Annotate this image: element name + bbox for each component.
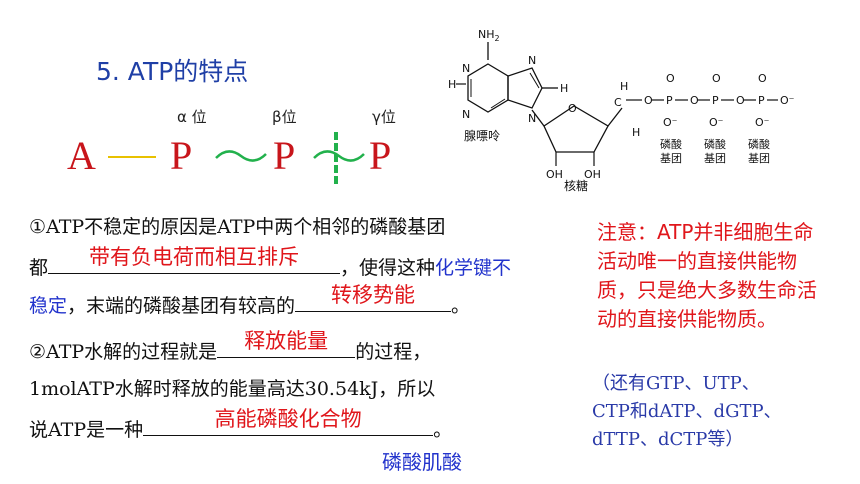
svg-text:OH: OH (546, 168, 563, 181)
svg-text:N: N (528, 54, 536, 67)
high-energy-bond-1 (215, 150, 267, 162)
formula-phosphate-beta: P (273, 133, 296, 178)
body-line-2: 都带有负电荷而相互排斥，使得这种化学键不 (29, 245, 511, 280)
svg-text:基团: 基团 (748, 152, 770, 165)
svg-text:H: H (632, 126, 640, 139)
svg-text:O: O (666, 72, 675, 85)
body-line-5: 1molATP水解时释放的能量高达30.54kJ，所以 (29, 378, 436, 400)
svg-text:C: C (614, 96, 622, 109)
svg-text:N: N (462, 108, 470, 121)
svg-text:H: H (448, 78, 456, 91)
svg-text:O: O (736, 94, 745, 107)
phosphate-group-label-3: 磷酸 (748, 137, 770, 151)
blank-2: 转移势能 (295, 283, 452, 312)
gamma-position-label: γ位 (372, 108, 396, 126)
formula-adenosine: A (67, 133, 96, 178)
svg-text:N: N (462, 62, 470, 75)
svg-text:P: P (712, 94, 719, 107)
svg-text:基团: 基团 (660, 152, 682, 165)
answer-1: 带有负电荷而相互排斥 (89, 245, 300, 269)
body-line-6: 说ATP是一种高能磷酸化合物。 (29, 407, 452, 442)
answer-4: 高能磷酸化合物 (214, 407, 362, 431)
other-ntp-note: （还有GTP、UTP、 CTP和dATP、dGTP、 dTTP、dCTP等） (592, 373, 782, 450)
body-line-4: ②ATP水解的过程就是释放能量的过程， (29, 329, 431, 364)
phosphate-group-label-2: 磷酸 (704, 137, 726, 151)
svg-text:基团: 基团 (704, 152, 726, 165)
blank-1: 带有负电荷而相互排斥 (48, 245, 341, 274)
svg-text:O⁻: O⁻ (755, 116, 770, 129)
svg-text:O⁻: O⁻ (780, 94, 795, 107)
svg-text:H: H (620, 80, 628, 93)
high-energy-bond-2 (313, 150, 365, 162)
page-title: 5. ATP的特点 (96, 57, 249, 86)
atp-structure-diagram: NH2 H N H N N N 腺嘌呤 O OH OH 核糖 C H H O P… (448, 28, 795, 192)
svg-text:O⁻: O⁻ (709, 116, 724, 129)
alpha-position-label: α 位 (177, 108, 207, 126)
creatine-phosphate-label: 磷酸肌酸 (382, 450, 462, 474)
hydrolysis-cut-line (334, 132, 338, 184)
svg-text:H: H (560, 82, 568, 95)
svg-text:O⁻: O⁻ (663, 116, 678, 129)
adenine-label: 腺嘌呤 (464, 128, 500, 143)
svg-text:O: O (690, 94, 699, 107)
formula-phosphate-alpha: P (170, 133, 193, 178)
beta-position-label: β位 (272, 108, 297, 126)
nh2-label: NH2 (478, 28, 500, 43)
svg-text:O: O (712, 72, 721, 85)
formula-single-bond (108, 156, 156, 158)
ribose-label: 核糖 (564, 178, 588, 192)
phosphate-group-label-1: 磷酸 (660, 137, 682, 151)
svg-text:P: P (758, 94, 765, 107)
blank-4: 高能磷酸化合物 (143, 407, 434, 436)
blank-3: 释放能量 (217, 329, 356, 358)
answer-2: 转移势能 (331, 283, 416, 307)
svg-text:N: N (528, 112, 536, 125)
note-text: 注意：ATP并非细胞生命活动唯一的直接供能物质，只是绝大多数生命活动的直接供能物… (597, 220, 817, 331)
body-line-1: ①ATP不稳定的原因是ATP中两个相邻的磷酸基团 (29, 216, 446, 238)
answer-3: 释放能量 (244, 329, 329, 353)
formula-phosphate-gamma: P (369, 133, 392, 178)
body-line-3: 稳定，末端的磷酸基团有较高的转移势能。 (29, 283, 470, 318)
svg-text:OH: OH (584, 168, 601, 181)
svg-text:O: O (758, 72, 767, 85)
svg-text:P: P (666, 94, 673, 107)
svg-text:O: O (644, 94, 653, 107)
svg-text:O: O (568, 102, 577, 115)
